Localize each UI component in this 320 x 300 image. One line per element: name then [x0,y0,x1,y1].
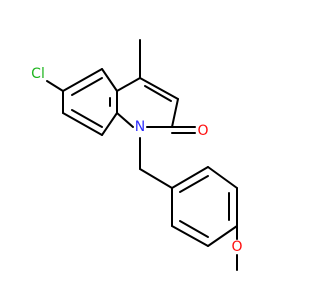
bond-c3-c2 [171,98,179,128]
bond-c4a-c5 [101,68,118,92]
bond-ar-inner-3 [179,220,209,238]
bond-c4a-c4 [116,77,141,92]
bond-double-inner-2 [71,109,103,128]
bond-c8-c8a [101,112,118,136]
ether-oxygen-label: O [231,239,243,255]
bond-double-inner-1 [71,77,103,96]
bond-n1-c8a [116,112,134,128]
molecule-diagram: Cl N O O [31,39,243,271]
bond-ar-5 [171,225,209,247]
bond-c5-c6 [62,68,103,92]
chlorine-label: Cl [31,66,45,82]
bond-c4-c3 [139,77,179,100]
bond-ar-1 [171,166,209,189]
bond-c7-c8 [62,112,103,136]
bond-ar-4 [207,225,238,247]
molecule-structure [46,39,238,271]
bond-ch2-aryl [139,168,173,189]
bond-double-c3-c4 [144,85,172,102]
bond-c6-cl [46,80,64,92]
nitrogen-label: N [134,119,146,135]
bond-ar-2 [207,166,238,189]
carbonyl-oxygen-label: O [197,123,209,139]
bond-ar-inner-1 [179,175,209,193]
